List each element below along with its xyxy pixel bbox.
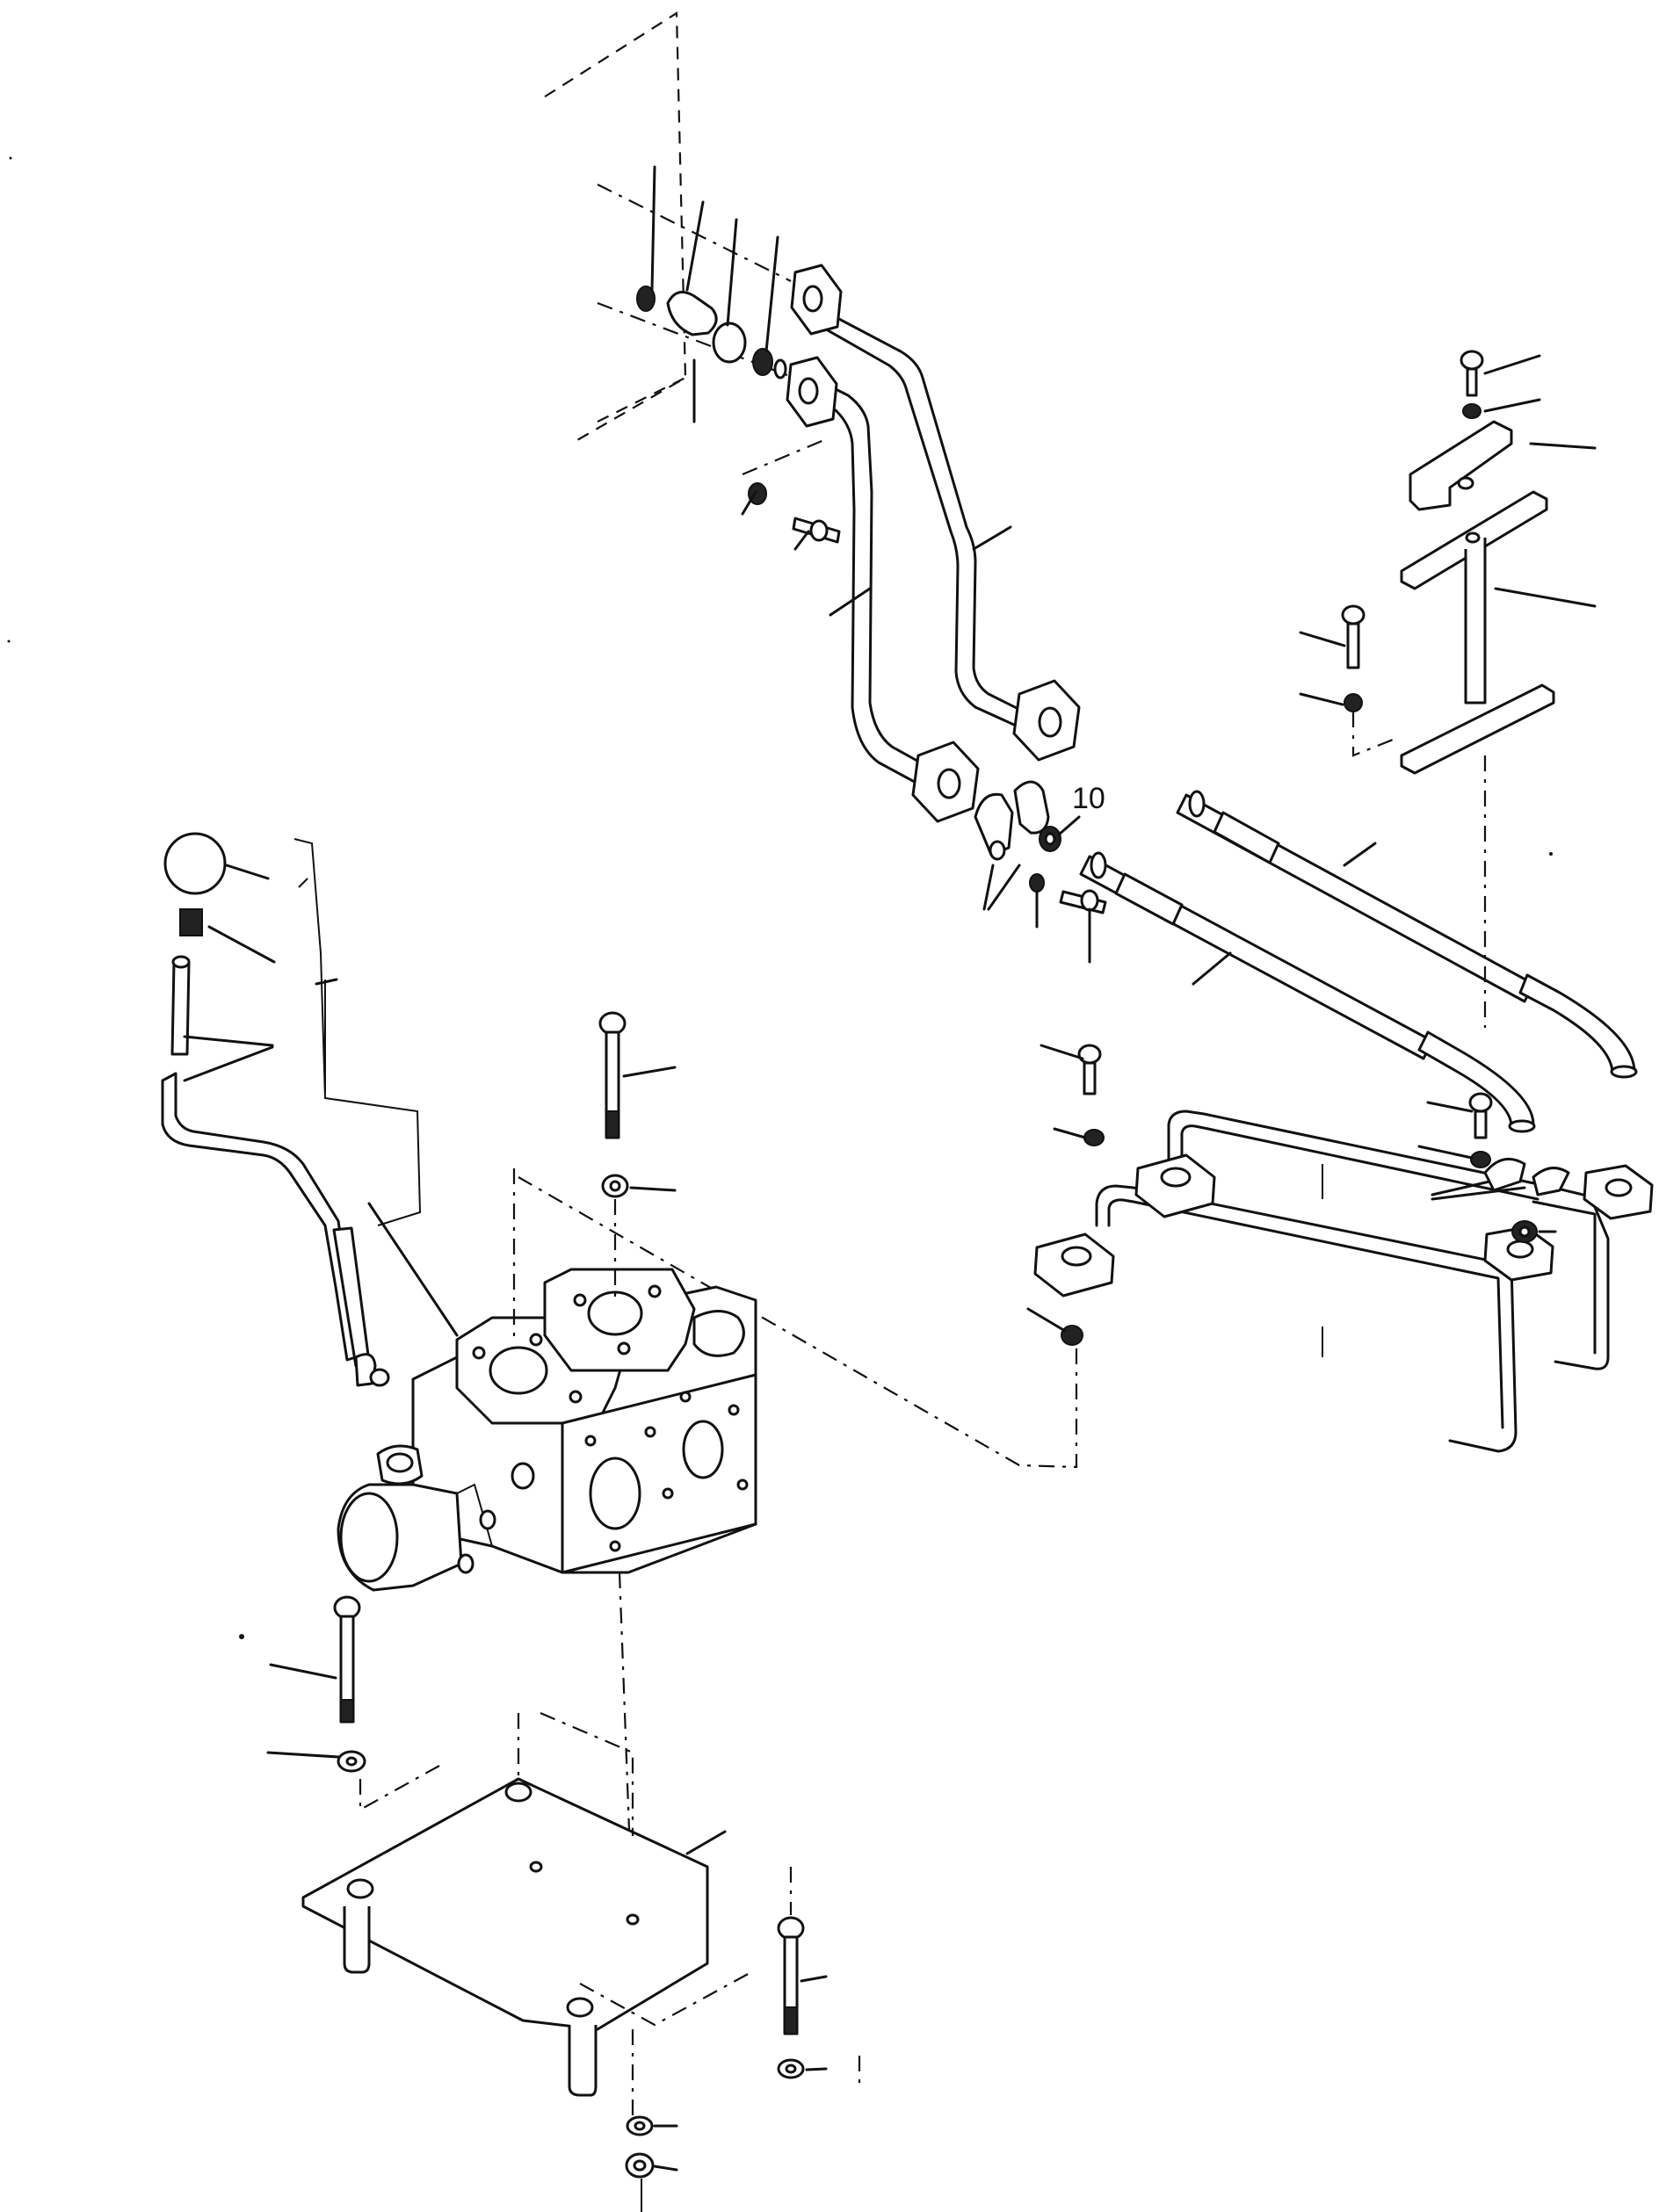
callout-10-label: 10 [1072,782,1105,815]
knob-spring [179,908,276,964]
rigid-tube-upper [815,306,1034,788]
lever-pin [170,955,191,1056]
adapter-fitting [666,291,718,336]
valve-side-port-a [589,1457,641,1530]
mounting-frame-outline [544,11,687,445]
scan-speck [239,1634,244,1639]
washer-thick [712,322,747,364]
scan-speck [7,640,11,643]
base-mounting-plate [301,1711,752,2126]
o-ring-small [636,286,656,312]
return-tube-fasteners [1026,1044,1570,1357]
bracket-bolt-side [1299,604,1398,757]
fitting-stack [597,184,818,388]
tube-support-bracket [1400,420,1555,775]
valve-mounting-bolt-left [266,1595,440,1811]
leader-lines-hose [1192,842,1377,986]
control-knob [163,832,270,895]
lever-bracket-outline [293,838,459,1337]
leader-lines-top [650,165,779,423]
scan-speck [9,156,12,160]
tube-flange-lower-b [911,741,980,823]
plate-washer-nut-lower [625,2115,678,2212]
valve-mounting-bolt-top [512,1011,677,1340]
tube-flange-top-a [790,264,843,336]
control-valve-body [337,1268,757,1592]
leader-lines-tube [829,525,1012,617]
split-flange-bolt [982,864,1107,964]
return-tube-assembly [1033,1110,1654,1453]
seal-ring [752,348,773,376]
plate-bolt-right [777,1867,861,2086]
bracket-bolt-top [1460,350,1597,608]
flange-bolt-upper [741,437,841,551]
scan-speck [1549,852,1553,856]
valve-port-a [489,1346,548,1395]
flexible-hose-lower [1079,851,1536,1133]
split-flange-halves [974,780,1050,861]
part-10-washer [1039,826,1061,852]
tube-flange-top-b [786,356,838,428]
tube-flange-lower-a [1012,679,1081,762]
control-lever [161,1072,390,1387]
valve-side-port-b [682,1420,724,1479]
valve-port-b [587,1290,643,1336]
valve-side-fitting [692,1310,745,1357]
flexible-hose-upper [1176,790,1638,1079]
